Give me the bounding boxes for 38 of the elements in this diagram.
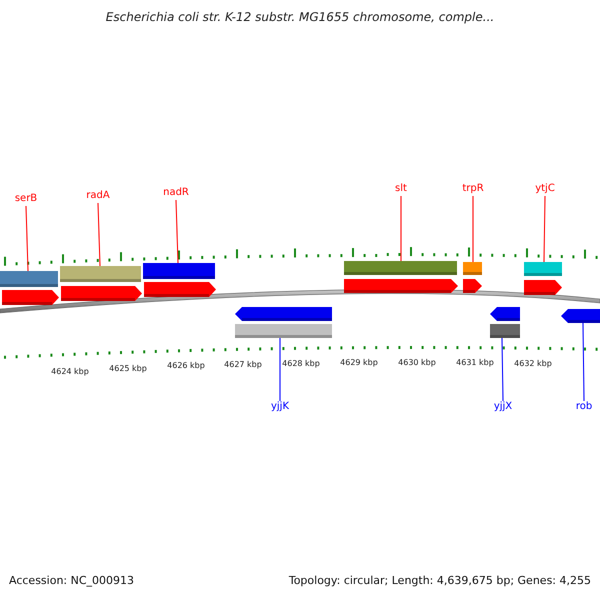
gene-label: nadR [163,188,189,198]
gene-label: rob [576,402,592,412]
leader-line [544,196,546,262]
gene-label: yjjX [494,402,512,412]
scale-label: 4629 kbp [340,359,378,367]
leader-line [98,202,100,266]
gene-bar [143,263,215,279]
footer-text: Topology: circular; Length: 4,639,675 bp; Genes: 4,255 [288,575,591,586]
leader-line [472,196,474,262]
gene-bar [60,266,141,282]
scale-label: 4627 kbp [224,361,262,369]
map-title: Escherichia coli str. K-12 substr. MG1655 chromosome, comple... [106,11,494,23]
leader-line [502,338,504,402]
gene-label: slt [395,184,407,194]
scale-label: 4628 kbp [282,360,320,368]
gene-label: radA [86,191,110,201]
scale-label: 4624 kbp [51,368,89,376]
leader-line [582,322,584,402]
scale-label: 4632 kbp [514,360,552,368]
gene-label: yjjK [270,402,290,412]
footer-text: Accession: NC_000913 [9,575,134,586]
gene-bar [524,262,562,276]
gene-label: ytjC [535,184,555,194]
leader-line [26,206,28,272]
gene-label: serB [14,194,38,204]
gene-bar [344,261,457,275]
gene-bar [490,324,520,338]
gene-bar [463,262,482,275]
scale-label: 4630 kbp [398,359,436,367]
leader-line [176,200,178,264]
gene-label: trpR [462,184,484,194]
gene-arrow [561,309,600,323]
gene-bar [235,324,332,338]
gene-bar [0,271,58,287]
scale-label: 4626 kbp [167,362,205,370]
scale-label: 4631 kbp [456,359,494,367]
scale-label: 4625 kbp [109,365,147,373]
leader-line [400,196,402,262]
